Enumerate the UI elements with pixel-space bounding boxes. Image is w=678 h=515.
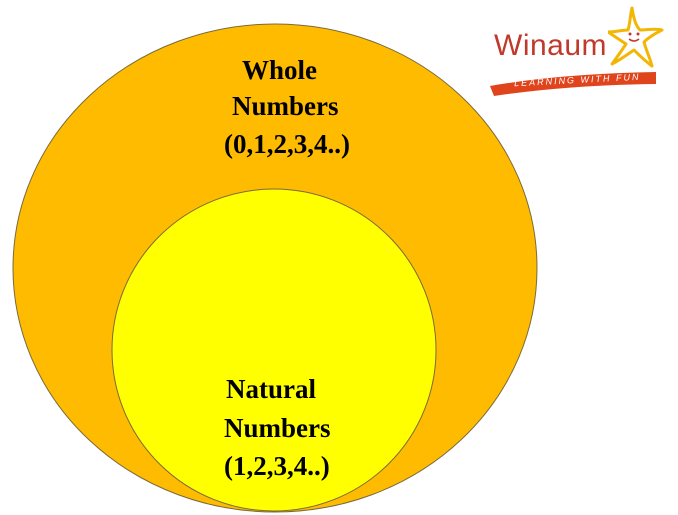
natural-numbers-title-line1: Natural — [226, 374, 316, 404]
natural-numbers-set — [111, 188, 437, 512]
natural-numbers-title-line2: Numbers — [224, 413, 331, 443]
winaum-logo: Winaum LEARNING WITH FUN — [488, 6, 668, 98]
whole-numbers-title-line2: Numbers — [232, 91, 339, 121]
whole-numbers-title-line1: Whole — [242, 55, 318, 85]
star-logo-icon — [608, 6, 664, 68]
logo-brand: Winaum — [494, 29, 608, 62]
natural-numbers-members: (1,2,3,4..) — [224, 451, 330, 481]
whole-numbers-members: (0,1,2,3,4..) — [224, 129, 350, 159]
logo-ribbon — [490, 72, 656, 96]
